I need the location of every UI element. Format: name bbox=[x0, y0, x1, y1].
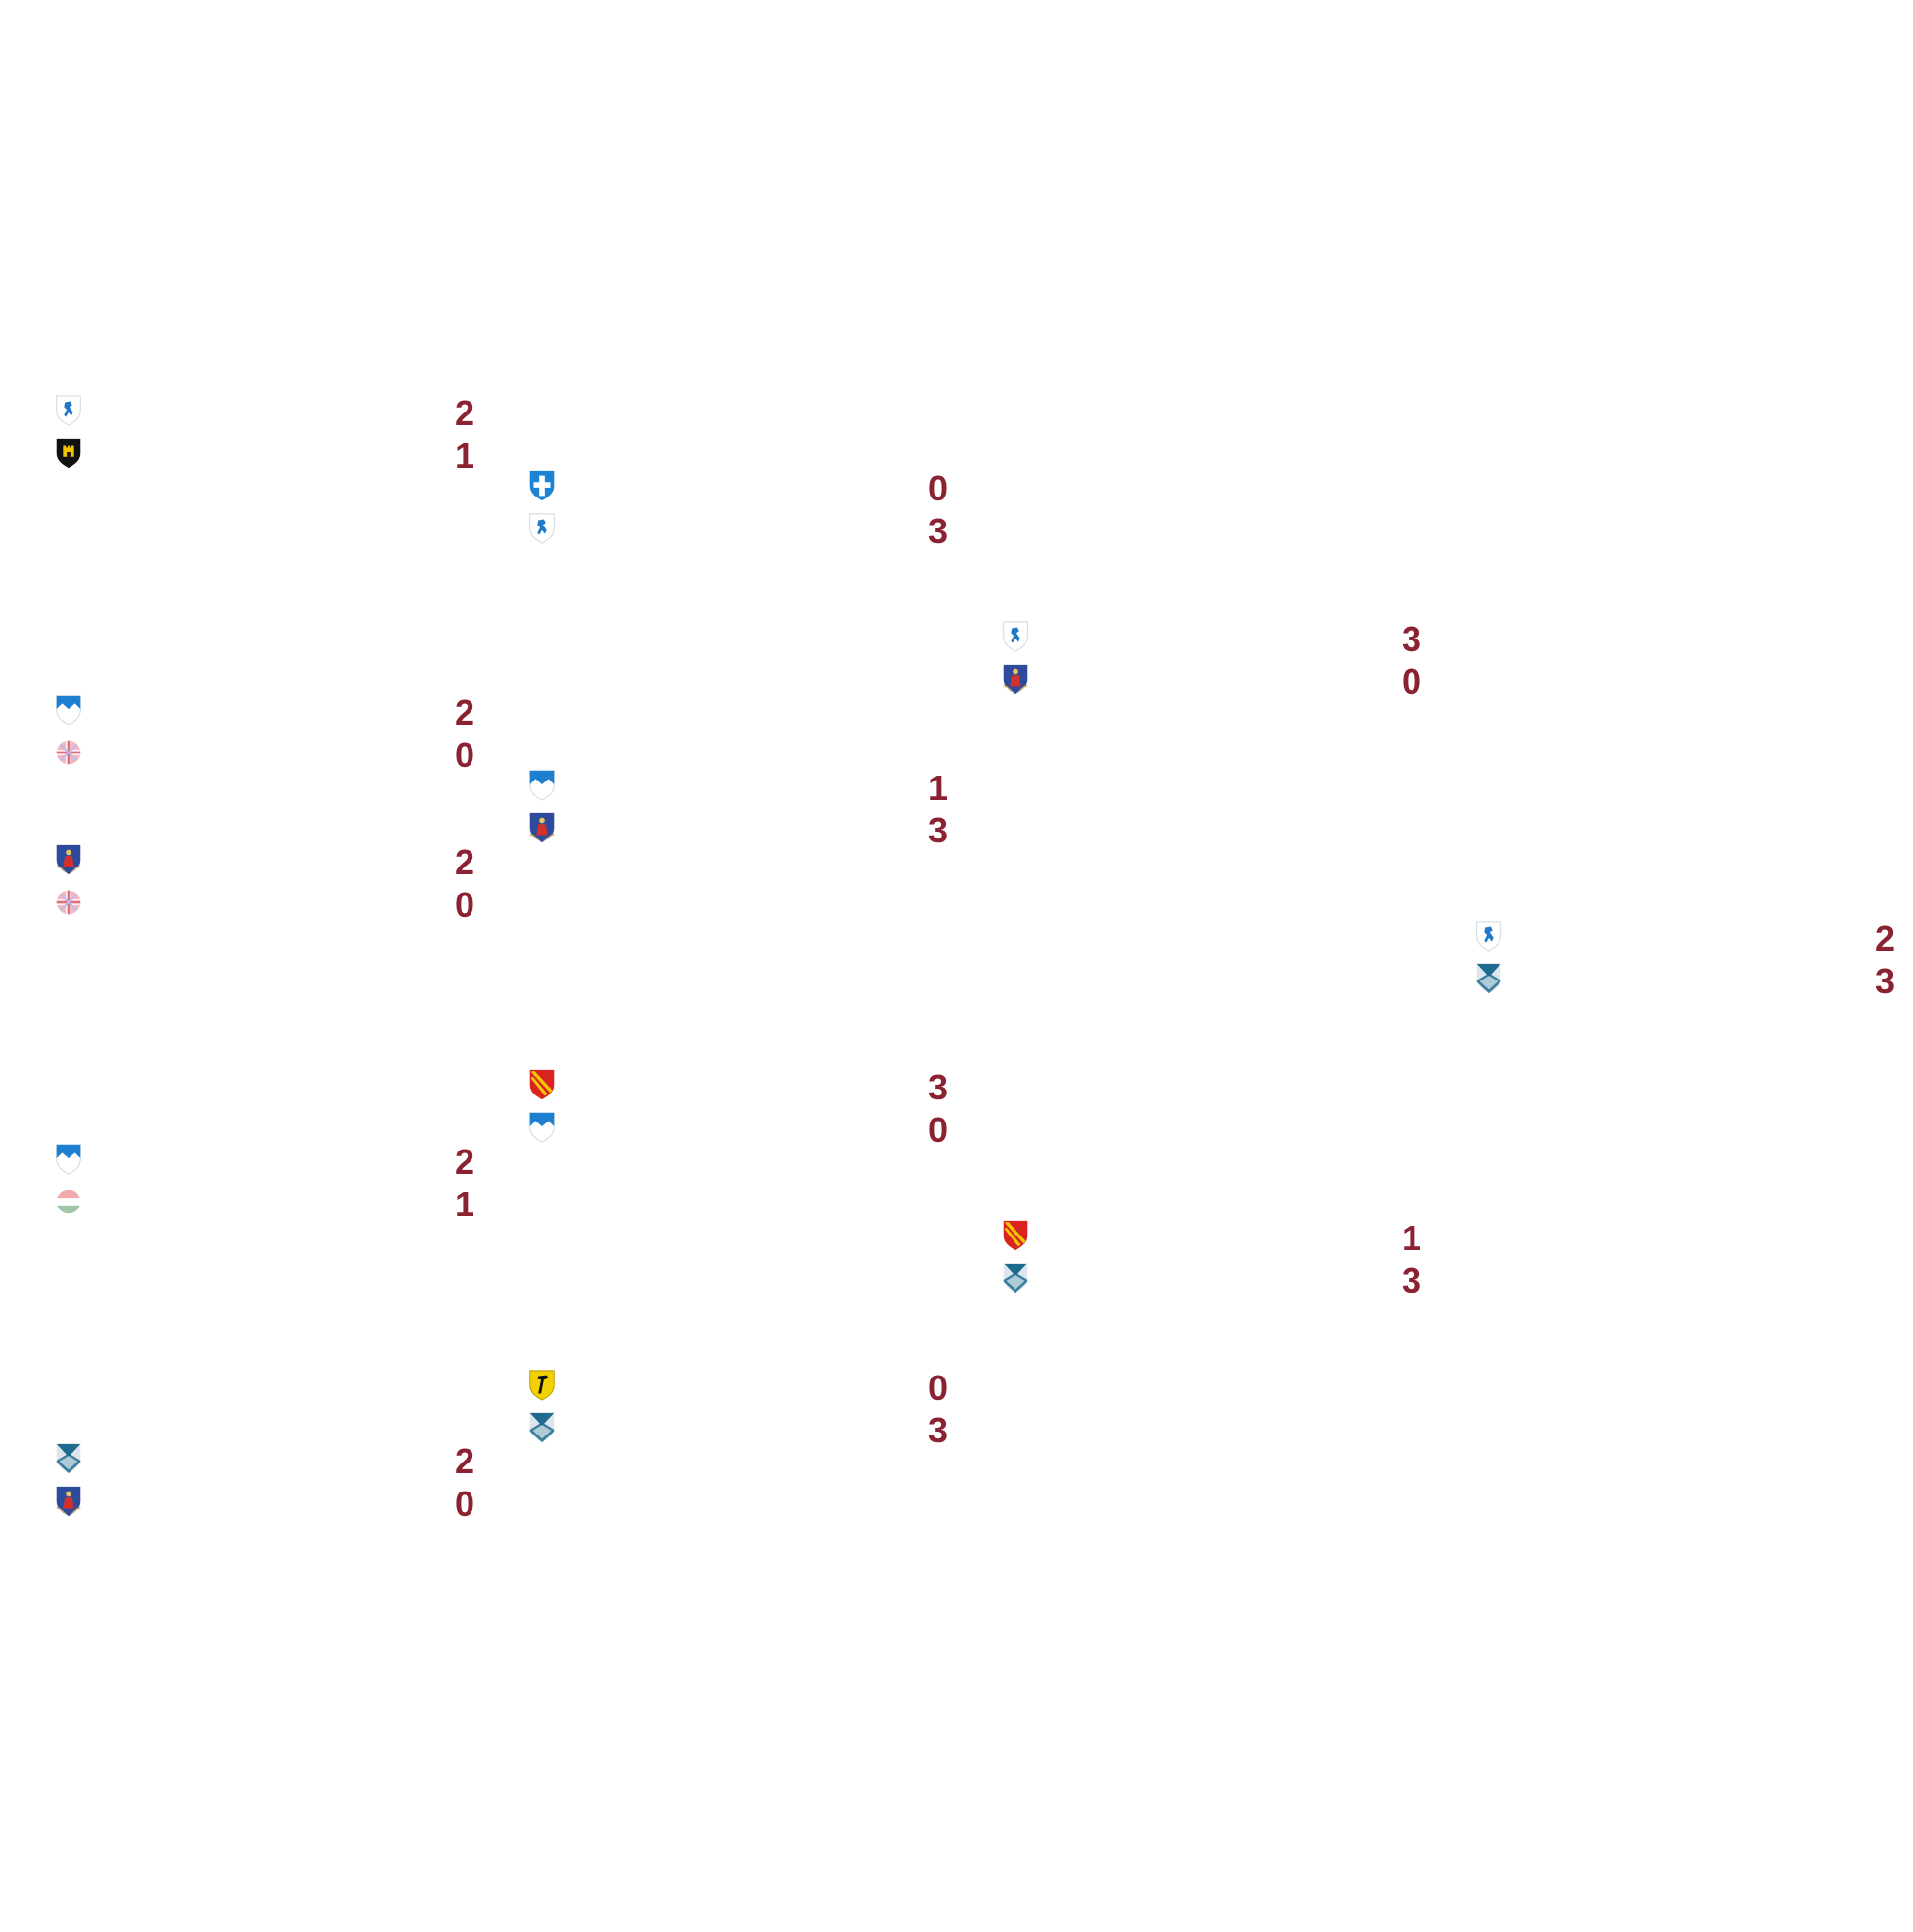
team-score: 2 bbox=[454, 1142, 474, 1181]
team-score: 3 bbox=[1874, 961, 1895, 1001]
team-row[interactable]: 0 bbox=[54, 734, 474, 777]
team-score: 0 bbox=[928, 1368, 948, 1407]
blue-white-mountains-crest-icon bbox=[529, 770, 555, 801]
team-score: 3 bbox=[1401, 619, 1421, 659]
team-score: 1 bbox=[1401, 1218, 1421, 1258]
team-score: 2 bbox=[454, 842, 474, 882]
team-score: 3 bbox=[928, 511, 948, 551]
team-score: 3 bbox=[1401, 1261, 1421, 1300]
hungary-flag-circle-icon bbox=[56, 1189, 81, 1214]
blue-red-figure-crest-icon bbox=[1003, 664, 1028, 695]
team-score: 3 bbox=[928, 1410, 948, 1450]
team-score: 0 bbox=[1401, 662, 1421, 701]
team-score: 0 bbox=[928, 469, 948, 508]
red-yellow-diagonal-crest-icon bbox=[1003, 1220, 1028, 1251]
team-row[interactable]: 1 bbox=[54, 435, 474, 477]
team-row[interactable]: 3 bbox=[1001, 1260, 1421, 1302]
team-row[interactable]: 0 bbox=[528, 468, 948, 510]
blue-red-figure-crest-icon bbox=[529, 812, 555, 843]
team-row[interactable]: 2 bbox=[1474, 918, 1895, 960]
team-score: 0 bbox=[454, 1484, 474, 1523]
teal-white-chevron-crest-icon bbox=[56, 1443, 81, 1474]
team-row[interactable]: 2 bbox=[54, 1141, 474, 1183]
yellow-black-hammer-crest-icon bbox=[529, 1370, 555, 1401]
teal-white-chevron-crest-icon bbox=[1003, 1263, 1028, 1293]
team-row[interactable]: 2 bbox=[54, 1440, 474, 1483]
team-row[interactable]: 0 bbox=[54, 1483, 474, 1525]
team-score: 1 bbox=[454, 436, 474, 475]
union-flag-circle-icon bbox=[56, 890, 81, 915]
team-score: 0 bbox=[928, 1110, 948, 1150]
team-score: 3 bbox=[928, 1067, 948, 1107]
team-row[interactable]: 1 bbox=[1001, 1217, 1421, 1260]
teal-white-chevron-crest-icon bbox=[529, 1412, 555, 1443]
blue-rampant-lion-crest-icon bbox=[529, 513, 555, 544]
team-row[interactable]: 2 bbox=[54, 692, 474, 734]
blue-rampant-lion-crest-icon bbox=[1003, 621, 1028, 652]
team-row[interactable]: 3 bbox=[528, 510, 948, 553]
team-row[interactable]: 0 bbox=[528, 1367, 948, 1409]
team-row[interactable]: 3 bbox=[528, 1409, 948, 1452]
team-score: 1 bbox=[454, 1184, 474, 1224]
team-score: 2 bbox=[454, 1441, 474, 1481]
blue-rampant-lion-crest-icon bbox=[56, 395, 81, 426]
blue-white-mountains-crest-icon bbox=[56, 695, 81, 725]
team-row[interactable]: 2 bbox=[54, 392, 474, 435]
team-row[interactable]: 3 bbox=[528, 810, 948, 852]
team-row[interactable]: 3 bbox=[1474, 960, 1895, 1003]
blue-white-cross-crest-icon bbox=[529, 470, 555, 501]
team-row[interactable]: 2 bbox=[54, 841, 474, 884]
union-flag-circle-icon bbox=[56, 740, 81, 765]
blue-red-figure-crest-icon bbox=[56, 1486, 81, 1517]
team-score: 0 bbox=[454, 885, 474, 924]
blue-rampant-lion-crest-icon bbox=[1476, 921, 1501, 952]
blue-red-figure-crest-icon bbox=[56, 844, 81, 875]
team-row[interactable]: 3 bbox=[1001, 618, 1421, 661]
blue-white-mountains-crest-icon bbox=[529, 1112, 555, 1143]
team-score: 2 bbox=[454, 393, 474, 433]
team-score: 1 bbox=[928, 768, 948, 808]
team-score: 2 bbox=[1874, 919, 1895, 958]
red-yellow-diagonal-crest-icon bbox=[529, 1069, 555, 1100]
team-score: 0 bbox=[454, 735, 474, 775]
team-score: 2 bbox=[454, 693, 474, 732]
team-row[interactable]: 3 bbox=[528, 1066, 948, 1109]
team-score: 3 bbox=[928, 810, 948, 850]
team-row[interactable]: 1 bbox=[54, 1183, 474, 1226]
team-row[interactable]: 0 bbox=[54, 884, 474, 926]
blue-white-mountains-crest-icon bbox=[56, 1144, 81, 1175]
team-row[interactable]: 0 bbox=[528, 1109, 948, 1151]
teal-white-chevron-crest-icon bbox=[1476, 963, 1501, 994]
team-row[interactable]: 0 bbox=[1001, 661, 1421, 703]
black-gold-tower-crest-icon bbox=[56, 438, 81, 469]
team-row[interactable]: 1 bbox=[528, 767, 948, 810]
